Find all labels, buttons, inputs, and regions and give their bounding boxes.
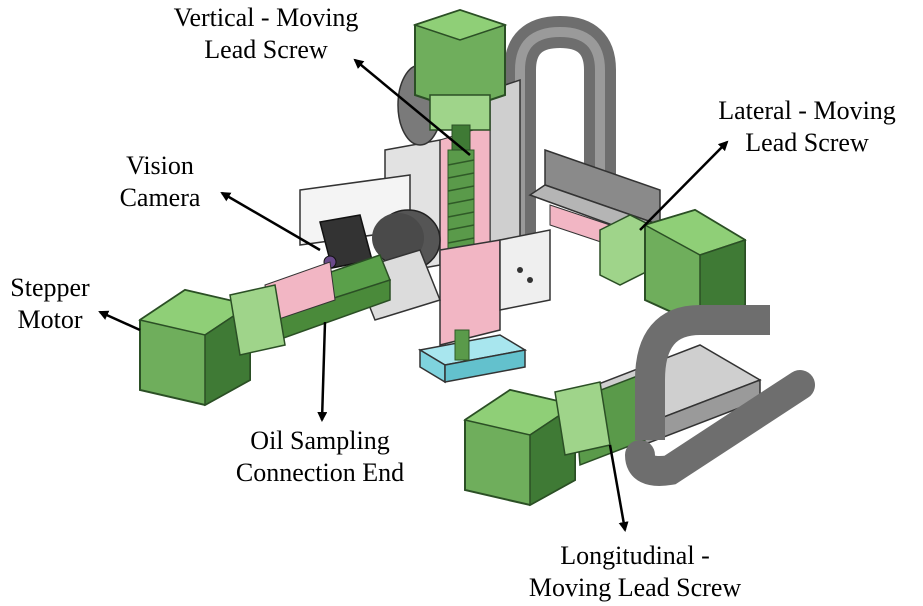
vertical-lead-screw-label: Vertical - Moving Lead Screw (150, 2, 382, 66)
lateral-arrow (639, 140, 729, 231)
carriage-block (439, 229, 551, 346)
lateral-label-line2: Lead Screw (745, 128, 869, 157)
longitudinal-label-line2: Moving Lead Screw (528, 573, 742, 602)
left-stepper-motor (138, 284, 286, 407)
oil-label-line2: Connection End (235, 458, 405, 487)
vertical-arrow (353, 58, 471, 156)
vision-arrow (220, 191, 321, 252)
cyan-base (417, 329, 528, 384)
left-rail (249, 254, 391, 352)
right-stepper-motor (599, 208, 747, 327)
top-stepper-motor (397, 8, 508, 151)
stepper-label-line2: Motor (17, 305, 83, 334)
vertical-label-line1: Vertical - Moving (173, 3, 359, 32)
vision-label-line1: Vision (126, 151, 194, 180)
oil-arrow (317, 321, 328, 422)
vision-label-line2: Camera (119, 183, 201, 212)
bottom-cable-chain (625, 305, 815, 486)
bottom-stepper-motor (463, 381, 611, 507)
stepper-arrow (98, 310, 141, 332)
lateral-lead-screw-label: Lateral - Moving Lead Screw (695, 95, 919, 159)
longitudinal-arrow (608, 444, 629, 532)
top-cable-chain (504, 16, 616, 240)
vision-camera-label: Vision Camera (100, 150, 220, 214)
oil-sampling-label: Oil Sampling Connection End (205, 425, 435, 489)
longitudinal-label-line1: Longitudinal - (560, 541, 710, 570)
leader-arrows (98, 58, 729, 532)
vertical-label-line2: Lead Screw (204, 35, 328, 64)
lateral-label-line1: Lateral - Moving (718, 96, 896, 125)
stepper-motor-label: Stepper Motor (0, 272, 100, 336)
stepper-label-line1: Stepper (10, 273, 90, 302)
longitudinal-lead-screw-label: Longitudinal - Moving Lead Screw (495, 540, 775, 604)
oil-label-line1: Oil Sampling (250, 426, 390, 455)
